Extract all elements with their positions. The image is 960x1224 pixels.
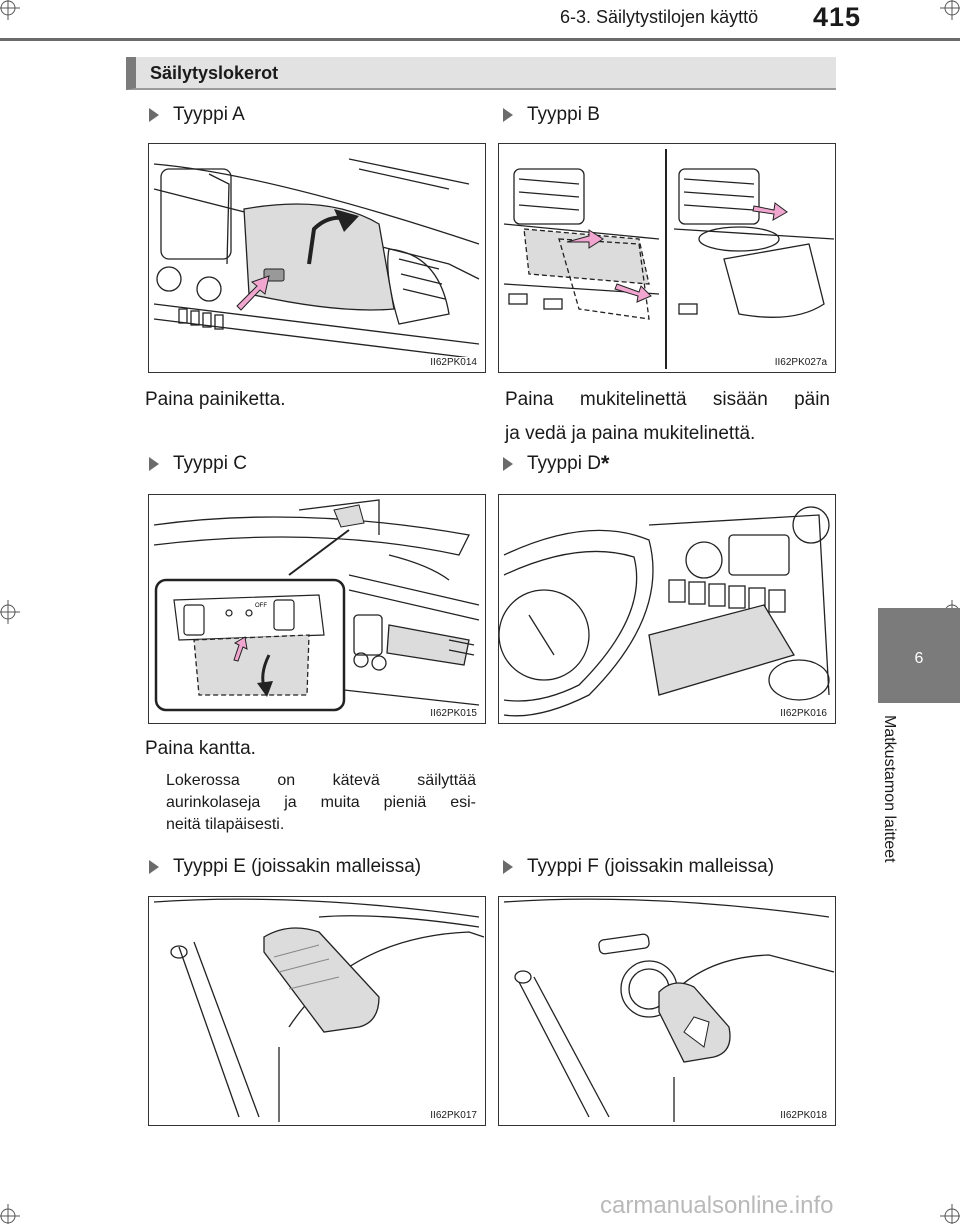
bullet-triangle-icon — [149, 860, 159, 874]
type-d-text: Tyyppi D — [527, 453, 601, 474]
figure-type-c: OFF II62PK015 — [148, 494, 486, 724]
footer-watermark: carmanualsonline.info — [600, 1192, 834, 1219]
type-b-caption-line1: Paina mukitelinettä sisään päin — [505, 389, 830, 410]
figure-code: II62PK027a — [772, 357, 829, 368]
figure-type-f: II62PK018 — [498, 896, 836, 1126]
bullet-triangle-icon — [149, 108, 159, 122]
type-c-note-line2: aurinkolaseja ja muita pieniä esi- — [166, 794, 476, 811]
type-b-caption: Paina mukitelinettä sisään päin ja vedä … — [505, 383, 830, 451]
figure-type-e: II62PK017 — [148, 896, 486, 1126]
figure-type-b: II62PK027a — [498, 143, 836, 373]
type-c-note-line3: neitä tilapäisesti. — [166, 816, 285, 833]
type-f-text: Tyyppi F (joissakin malleissa) — [527, 856, 775, 877]
running-header: 6-3. Säilytystilojen käyttö — [560, 7, 759, 27]
type-c-note: Lokerossa on kätevä säilyttää aurinkolas… — [166, 770, 476, 836]
off-label: OFF — [255, 603, 267, 609]
type-a-caption: Paina painiketta. — [145, 389, 286, 410]
chapter-title: Matkustamon laitteet — [881, 715, 898, 863]
type-f-label: Tyyppi F (joissakin malleissa) — [503, 856, 774, 878]
bullet-triangle-icon — [503, 860, 513, 874]
type-c-text: Tyyppi C — [173, 453, 247, 474]
figure-code: II62PK016 — [778, 708, 829, 719]
overhead-console-illustration: OFF — [153, 499, 480, 712]
section-title: Säilytyslokerot — [150, 63, 279, 83]
type-b-text: Tyyppi B — [527, 104, 600, 125]
type-e-text: Tyyppi E (joissakin malleissa) — [173, 856, 422, 877]
page-number: 415 — [813, 2, 862, 32]
type-c-note-line1: Lokerossa on kätevä säilyttää — [166, 772, 476, 789]
bullet-triangle-icon — [503, 457, 513, 471]
bullet-triangle-icon — [503, 108, 513, 122]
type-b-label: Tyyppi B — [503, 104, 600, 126]
type-d-label: Tyyppi D* — [503, 453, 609, 475]
type-a-text: Tyyppi A — [173, 104, 245, 125]
console-cupholder-tray-illustration — [503, 898, 835, 1122]
cupholder-illustration — [503, 149, 835, 369]
chapter-side-label: Matkustamon laitteet — [868, 715, 928, 895]
console-tray-illustration — [153, 898, 485, 1122]
figure-type-a: II62PK014 — [148, 143, 486, 373]
chapter-number: 6 — [914, 650, 924, 667]
figure-code: II62PK014 — [428, 357, 479, 368]
type-b-caption-line2: ja vedä ja paina mukitelinettä. — [505, 423, 756, 444]
bullet-triangle-icon — [149, 457, 159, 471]
chapter-tab: 6 — [878, 608, 960, 703]
figure-code: II62PK017 — [428, 1110, 479, 1121]
section-heading-bar: Säilytyslokerot — [126, 57, 836, 90]
glovebox-illustration — [153, 158, 480, 360]
type-e-label: Tyyppi E (joissakin malleissa) — [149, 856, 421, 878]
figure-code: II62PK018 — [778, 1110, 829, 1121]
type-c-caption: Paina kantta. — [145, 738, 256, 759]
header-rule — [0, 38, 960, 41]
type-a-label: Tyyppi A — [149, 104, 245, 126]
figure-type-d: II62PK016 — [498, 494, 836, 724]
type-c-label: Tyyppi C — [149, 453, 247, 475]
figure-code: II62PK015 — [428, 708, 479, 719]
lower-compartment-illustration — [499, 506, 830, 717]
